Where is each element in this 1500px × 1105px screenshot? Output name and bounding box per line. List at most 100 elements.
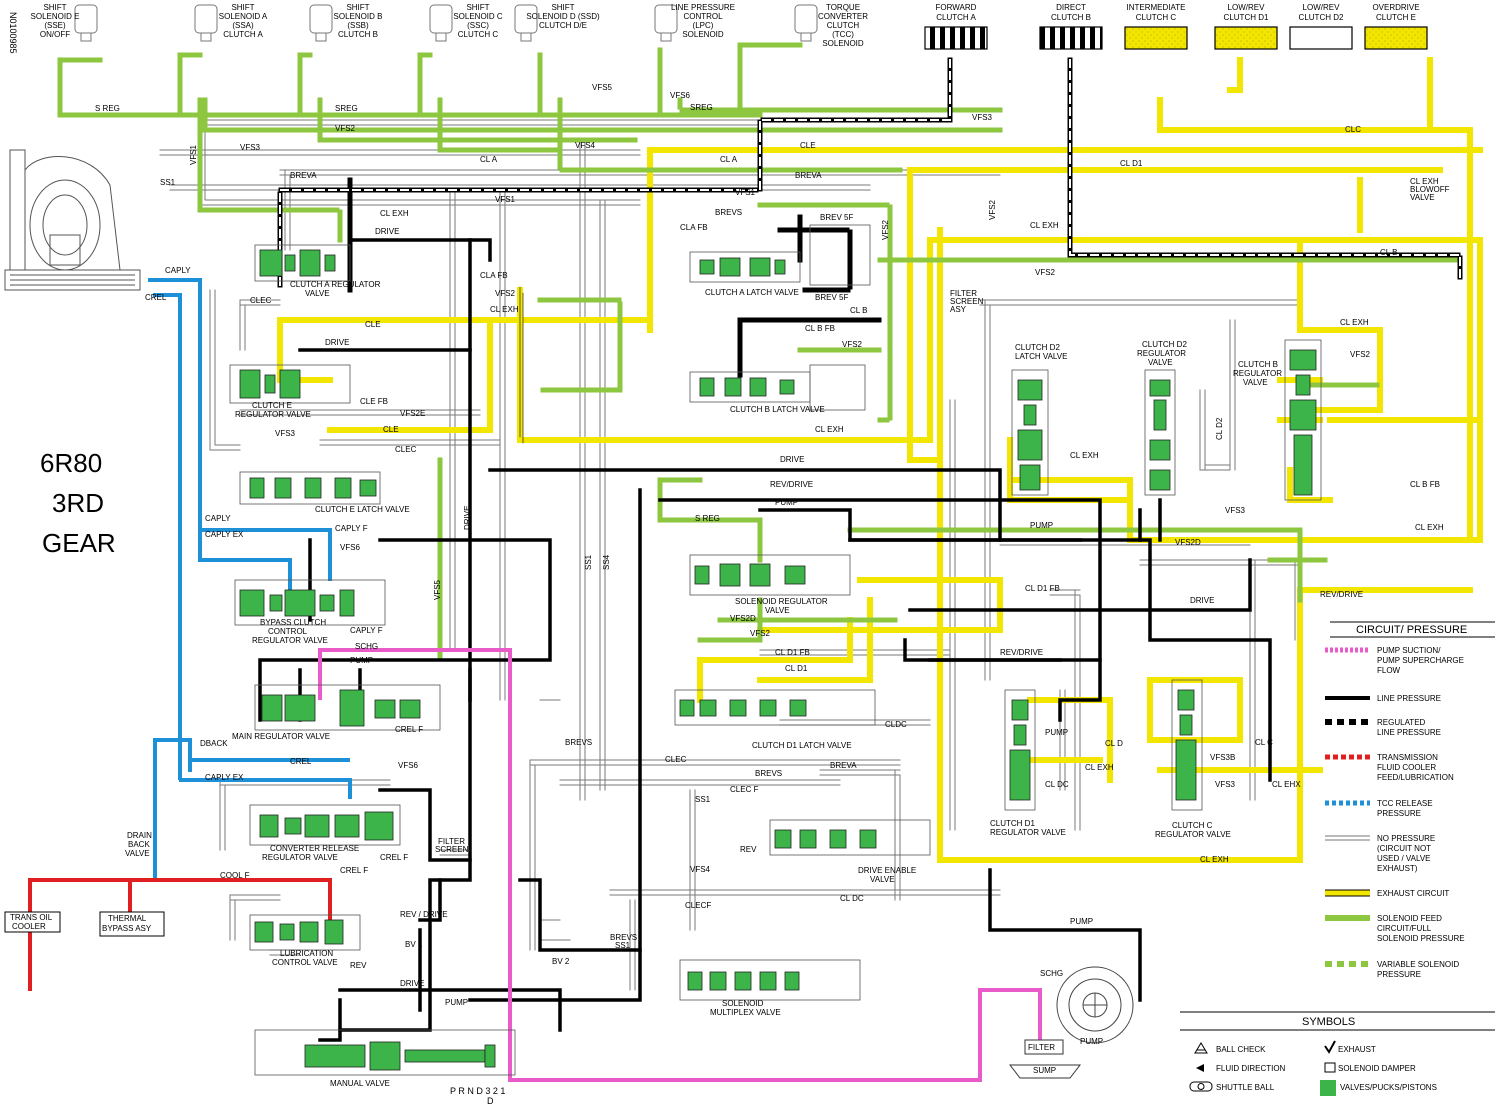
solenoid-label: CLUTCH B	[338, 30, 378, 39]
svg-text:CONTROL: CONTROL	[268, 627, 308, 636]
legend-title: CIRCUIT/ PRESSURE	[1356, 624, 1467, 636]
svg-text:VFS2D: VFS2D	[1175, 538, 1201, 547]
svg-text:CREL F: CREL F	[395, 725, 423, 734]
svg-text:VFS3: VFS3	[1225, 506, 1246, 515]
svg-text:REGULATOR VALVE: REGULATOR VALVE	[1155, 830, 1231, 839]
svg-text:CLEC F: CLEC F	[730, 785, 759, 794]
legend-text: (CIRCUIT NOT	[1377, 844, 1431, 853]
legend-text: PRESSURE	[1377, 970, 1421, 979]
svg-text:SHUTTLE BALL: SHUTTLE BALL	[1216, 1083, 1275, 1092]
svg-text:CLEC: CLEC	[395, 445, 417, 454]
doc-id: N0100985	[8, 12, 18, 54]
solenoid-label: (TCC)	[832, 30, 854, 39]
model-label: 6R80	[40, 448, 102, 478]
svg-text:CREL: CREL	[145, 293, 167, 302]
solenoid-label: SHIFT	[551, 3, 574, 12]
line-pressure-lines	[258, 238, 1272, 1042]
svg-text:BREVA: BREVA	[830, 761, 857, 770]
solenoid-label: LINE PRESSURE	[671, 3, 735, 12]
svg-text:BACK: BACK	[128, 840, 150, 849]
solenoid-6	[654, 4, 678, 42]
exhaust-icon	[1324, 1040, 1336, 1054]
variable-solenoid-lines	[197, 97, 1463, 663]
svg-text:CLA FB: CLA FB	[480, 271, 508, 280]
svg-text:DRAIN: DRAIN	[127, 831, 152, 840]
svg-text:CLUTCH D1: CLUTCH D1	[990, 819, 1035, 828]
svg-text:ASY: ASY	[950, 305, 967, 314]
svg-text:BV 2: BV 2	[552, 957, 570, 966]
svg-text:REGULATOR VALVE: REGULATOR VALVE	[235, 410, 311, 419]
ball-check-icon	[1194, 1042, 1208, 1054]
svg-text:CREL: CREL	[290, 757, 312, 766]
svg-text:CL DC: CL DC	[1045, 780, 1069, 789]
svg-text:VALVE: VALVE	[1410, 193, 1435, 202]
svg-text:VALVE: VALVE	[125, 849, 150, 858]
svg-text:DRIVE: DRIVE	[375, 227, 399, 236]
svg-text:CL EXH: CL EXH	[1410, 177, 1439, 186]
svg-text:VFS2: VFS2	[881, 219, 890, 240]
labels: N0100985 6R80 3RD GEAR CLUTCH A REGULATO…	[8, 3, 1495, 1105]
svg-text:CL EXH: CL EXH	[1085, 763, 1114, 772]
transmission-case-illustration	[4, 149, 141, 291]
solenoid-label: ON/OFF	[40, 30, 70, 39]
svg-text:VFS2: VFS2	[1350, 350, 1371, 359]
svg-text:CLE FB: CLE FB	[360, 397, 388, 406]
svg-text:COOLER: COOLER	[12, 922, 46, 931]
pump-gear-illustration	[1056, 966, 1134, 1044]
svg-text:REV/DRIVE: REV/DRIVE	[1320, 590, 1363, 599]
solenoid-label: SOLENOID	[822, 39, 864, 48]
svg-text:REGULATOR VALVE: REGULATOR VALVE	[990, 828, 1066, 837]
legend-text: PUMP SUCTION/	[1377, 646, 1441, 655]
svg-text:CL D1 FB: CL D1 FB	[1025, 584, 1060, 593]
exhaust-lines-outline	[519, 286, 524, 444]
svg-text:CL D2: CL D2	[1215, 417, 1224, 440]
solenoid-label: (SSC)	[467, 21, 489, 30]
clutch-box-5	[1289, 26, 1353, 50]
svg-text:VALVE: VALVE	[765, 606, 790, 615]
legend: CIRCUIT/ PRESSURE PUMP SUCTION/PUMP SUPE…	[1180, 621, 1495, 1096]
svg-text:REV: REV	[740, 845, 757, 854]
legend-text: TRANSMISSION	[1377, 753, 1438, 762]
solenoid-label: SOLENOID D (SSD)	[526, 12, 600, 21]
svg-text:VFS4: VFS4	[575, 141, 596, 150]
svg-text:CLUTCH D2: CLUTCH D2	[1142, 340, 1187, 349]
clutch-box-1	[924, 26, 988, 50]
tcc-release-lines	[148, 278, 352, 882]
clutch-box-4	[1214, 26, 1278, 50]
svg-text:CL D: CL D	[1105, 739, 1123, 748]
svg-text:CL EXH: CL EXH	[490, 305, 519, 314]
solenoid-label: CLUTCH	[827, 21, 860, 30]
clutch-boxes	[924, 26, 1428, 50]
svg-text:BREVA: BREVA	[795, 171, 822, 180]
svg-text:FILTER: FILTER	[950, 289, 977, 298]
svg-text:PUMP: PUMP	[775, 498, 798, 507]
svg-text:CONTROL VALVE: CONTROL VALVE	[272, 958, 338, 967]
svg-text:CAPLY: CAPLY	[205, 514, 231, 523]
svg-text:REGULATOR VALVE: REGULATOR VALVE	[252, 636, 328, 645]
svg-text:CL EXH: CL EXH	[815, 425, 844, 434]
clutch-label: DIRECT	[1056, 3, 1086, 12]
svg-text:MANUAL VALVE: MANUAL VALVE	[330, 1079, 390, 1088]
legend-text: SOLENOID PRESSURE	[1377, 934, 1465, 943]
svg-text:CLE: CLE	[800, 141, 816, 150]
legend-text: LINE PRESSURE	[1377, 728, 1441, 737]
svg-text:VFS2D: VFS2D	[730, 614, 756, 623]
svg-text:CL EXH: CL EXH	[380, 209, 409, 218]
svg-text:CLUTCH A LATCH VALVE: CLUTCH A LATCH VALVE	[705, 288, 799, 297]
svg-text:CLUTCH A REGULATOR: CLUTCH A REGULATOR	[290, 280, 381, 289]
solenoid-4	[429, 4, 453, 42]
legend-text: REGULATED	[1377, 718, 1426, 727]
solenoid-label: SOLENOID A	[219, 12, 268, 21]
solenoid-label: CLUTCH D/E	[539, 21, 587, 30]
svg-text:MAIN REGULATOR VALVE: MAIN REGULATOR VALVE	[232, 732, 330, 741]
legend-text: FLUID COOLER	[1377, 763, 1436, 772]
svg-text:SCREEN: SCREEN	[435, 845, 469, 854]
legend-text: NO PRESSURE	[1377, 834, 1435, 843]
svg-text:REV/DRIVE: REV/DRIVE	[1000, 648, 1043, 657]
svg-text:CLUTCH B: CLUTCH B	[1238, 360, 1278, 369]
vertical-labels: VFS1 SS1 SS4 DRIVE VFS5 VFS2 VFS2 CL D2	[189, 144, 1224, 600]
clutch-label: LOW/REV	[1303, 3, 1341, 12]
